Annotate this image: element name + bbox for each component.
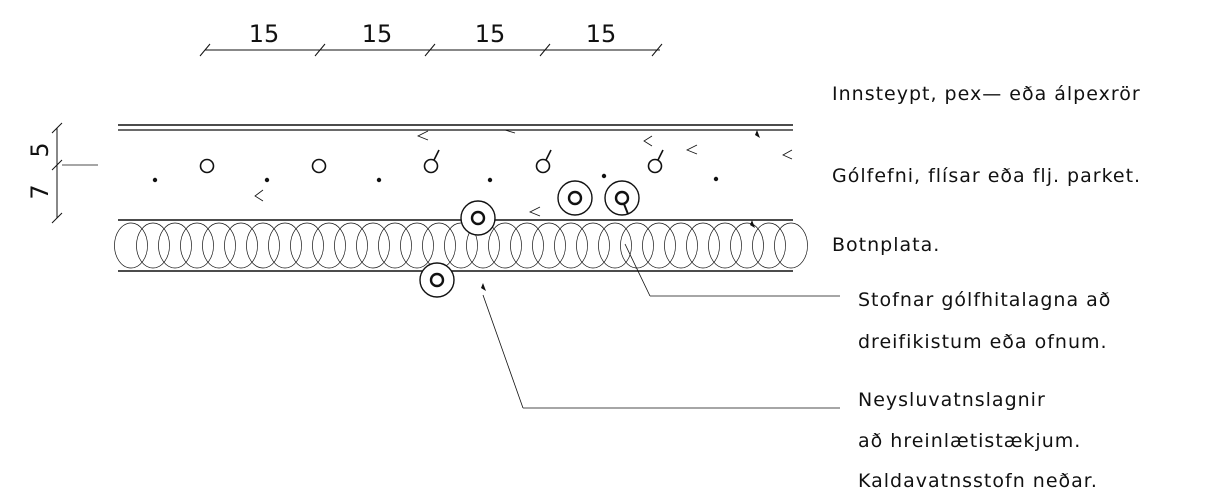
- heating-pipes: [199, 149, 664, 174]
- water-pipes: [419, 200, 496, 298]
- dimension-label: 7: [26, 184, 54, 199]
- insulation-loop: [334, 222, 368, 269]
- vertical-dimension-chain: 7 5: [26, 122, 98, 224]
- insulation-loop: [180, 222, 214, 269]
- insulation-loop: [620, 222, 654, 269]
- dimension-label: 15: [475, 20, 506, 48]
- insulation-loop: [532, 222, 566, 269]
- insulation-loop: [510, 222, 544, 269]
- label-floor-material: Gólfefni, flísar eða flj. parket.: [832, 165, 1141, 187]
- leader-lines: [482, 243, 840, 409]
- insulation-loop: [686, 222, 720, 269]
- insulation-loop: [400, 222, 434, 269]
- insulation-loop: [488, 222, 522, 269]
- insulation-loop: [136, 222, 170, 269]
- label-base-slab: Botnplata.: [832, 234, 940, 256]
- label-water-line-2: að hreinlætistækjum.: [858, 430, 1081, 452]
- distribution-mains: [557, 180, 640, 216]
- insulation-loop: [598, 222, 632, 269]
- insulation-loop: [774, 222, 808, 269]
- label-water-line-3: Kaldavatnsstofn neðar.: [858, 470, 1098, 492]
- aggregate-dots: [152, 130, 760, 291]
- insulation-loop: [114, 222, 148, 269]
- insulation-loop: [202, 222, 236, 269]
- horizontal-dimension-chain: 15 15 15 15: [199, 20, 663, 57]
- label-main-line-2: dreifikistum eða ofnum.: [858, 331, 1108, 353]
- insulation-loop: [224, 222, 258, 269]
- label-main-line-1: Stofnar gólfhitalagna að: [858, 289, 1111, 311]
- dimension-label: 5: [26, 142, 54, 157]
- insulation-loop: [378, 222, 412, 269]
- insulation-loop: [268, 222, 302, 269]
- dimension-label: 15: [362, 20, 393, 48]
- insulation-loop: [664, 222, 698, 269]
- insulation-loop: [422, 222, 456, 269]
- label-water-line-1: Neysluvatnslagnir: [858, 389, 1046, 411]
- aggregate-marks: [254, 129, 793, 217]
- floor-covering-layer: [118, 124, 793, 131]
- insulation-loop: [708, 222, 742, 269]
- insulation-loop: [554, 222, 588, 269]
- insulation-loop: [730, 222, 764, 269]
- insulation-loop: [576, 222, 610, 269]
- insulation-loop: [752, 222, 786, 269]
- insulation-loop: [312, 222, 346, 269]
- insulation-loop: [246, 222, 280, 269]
- insulation-layer: [114, 219, 808, 272]
- dimension-label: 15: [586, 20, 617, 48]
- label-embedded-pipes: Innsteypt, pex— eða álpexrör: [832, 83, 1141, 105]
- insulation-loop: [356, 222, 390, 269]
- insulation-loop: [642, 222, 676, 269]
- concrete-screed-layer: [152, 129, 793, 291]
- insulation-loop: [158, 222, 192, 269]
- insulation-loop: [444, 222, 478, 269]
- insulation-loop: [290, 222, 324, 269]
- dimension-label: 15: [249, 20, 280, 48]
